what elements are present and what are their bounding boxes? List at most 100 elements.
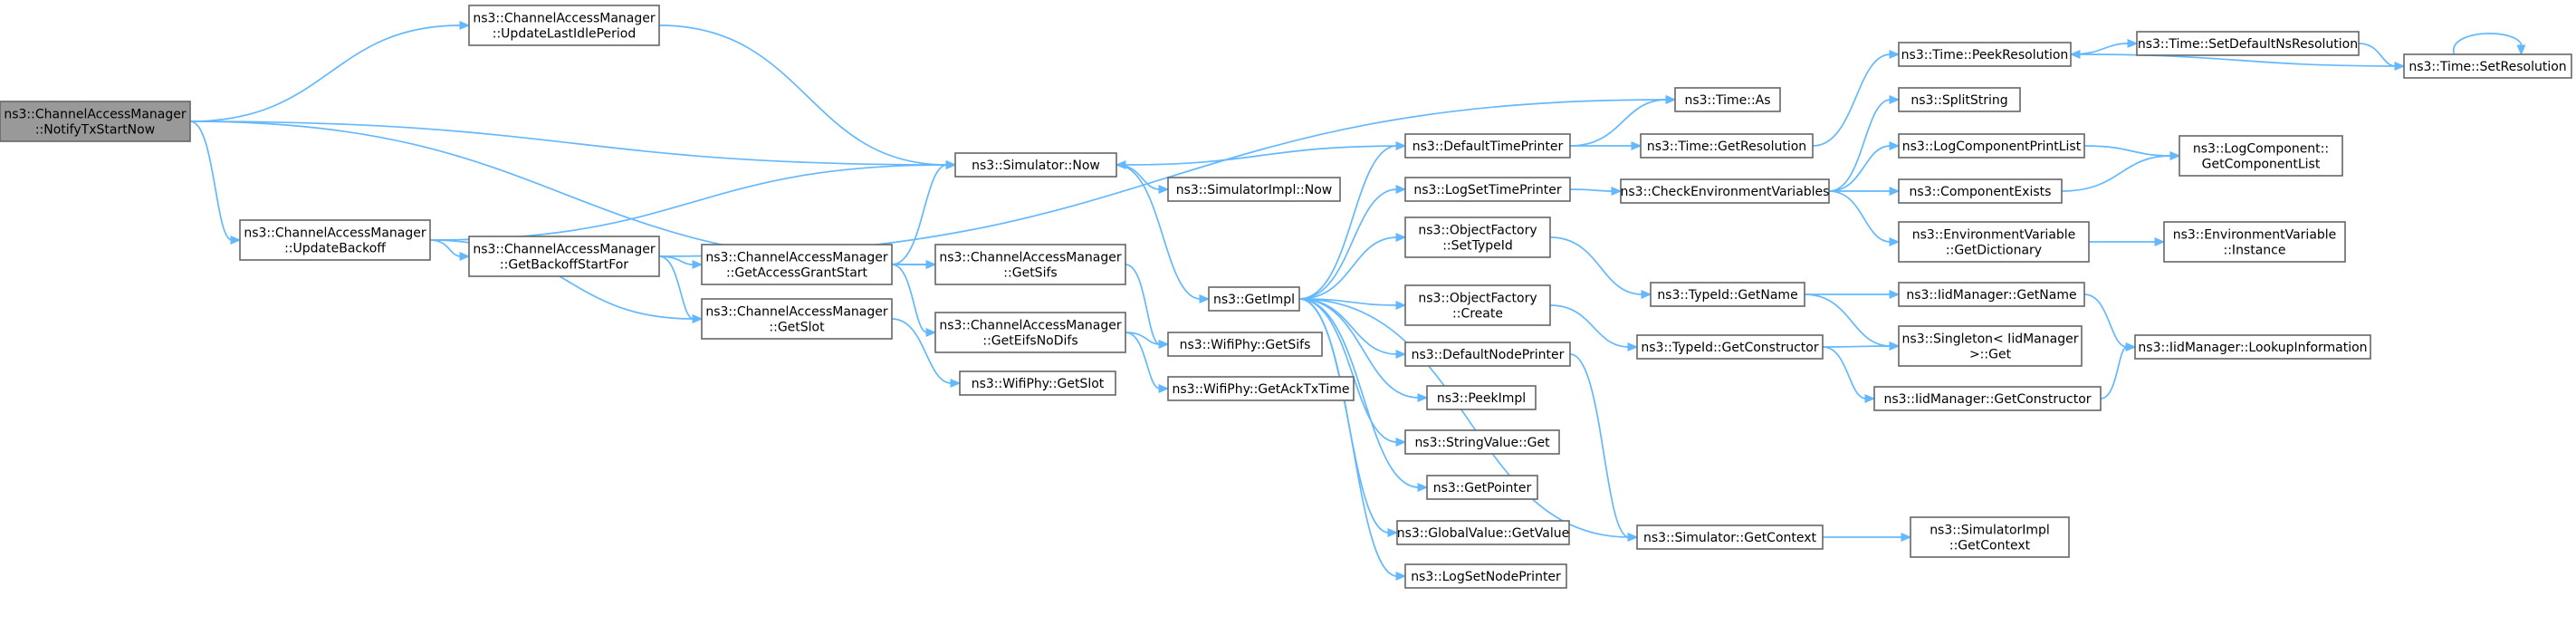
edge-iidCons-to-lookup (2100, 342, 2137, 399)
node-label: ns3::IidManager::GetConstructor (1883, 392, 2091, 407)
edge-line (1298, 145, 1398, 300)
node-strGet[interactable]: ns3::StringValue::Get (1404, 429, 1560, 455)
node-cmGetSlot[interactable]: ns3::ChannelAccessManager::GetSlot (701, 298, 893, 340)
node-compList[interactable]: ns3::LogComponent::GetComponentList (2179, 135, 2343, 177)
edge-line (2078, 53, 2405, 67)
edge-line (658, 255, 694, 265)
node-label: ns3::Time::SetResolution (2408, 60, 2566, 74)
edge-arrowhead (1395, 350, 1407, 359)
node-label: ns3::SimulatorImpl (1930, 524, 2050, 538)
edge-getImpl-to-peekImpl (1298, 298, 1429, 402)
node-ackTx[interactable]: ns3::WifiPhy::GetAckTxTime (1167, 376, 1355, 401)
node-label: ns3::SimulatorImpl::Now (1176, 183, 1333, 197)
edge-arrowhead (692, 314, 704, 323)
node-label: ns3::ChannelAccessManager (939, 251, 1122, 265)
edge-arrowhead (1158, 340, 1170, 349)
edge-compExists-to-compList (2061, 151, 2181, 192)
edge-arrowhead (459, 252, 471, 261)
node-box (2403, 53, 2572, 79)
node-checkEnv[interactable]: ns3::CheckEnvironmentVariables (1620, 178, 1830, 204)
edge-line (1822, 346, 1867, 399)
edge-arrowhead (1199, 294, 1211, 303)
edge-arrowhead (1395, 438, 1407, 447)
node-singleton[interactable]: ns3::Singleton< IidManager >::Get (1898, 325, 2083, 367)
node-label: ::Instance (2224, 244, 2286, 258)
node-box (1404, 342, 1571, 367)
node-compExists[interactable]: ns3::ComponentExists (1898, 178, 2063, 204)
node-phySifs[interactable]: ns3::WifiPhy::GetSifs (1167, 332, 1323, 357)
node-getRes[interactable]: ns3::Time::GetResolution (1640, 133, 1814, 159)
node-setDefNs[interactable]: ns3::Time::SetDefaultNsResolution (2136, 31, 2360, 56)
node-box (1404, 429, 1560, 455)
node-defNode[interactable]: ns3::DefaultNodePrinter (1404, 342, 1571, 367)
node-label: ns3::DefaultNodePrinter (1412, 348, 1565, 362)
node-implNow[interactable]: ns3::SimulatorImpl::Now (1167, 177, 1341, 202)
edge-line (2083, 145, 2172, 157)
node-label: ns3::SplitString (1910, 93, 2007, 108)
node-logPrintList[interactable]: ns3::LogComponentPrintList (1898, 133, 2085, 159)
node-box (1404, 284, 1551, 326)
node-getImpl[interactable]: ns3::GetImpl (1208, 286, 1300, 312)
node-split[interactable]: ns3::SplitString (1898, 87, 2021, 112)
edge-getImpl-to-simCtx (1298, 298, 1639, 542)
edge-backoffStart-to-grantStart (658, 255, 704, 269)
node-typeName[interactable]: ns3::TypeId::GetName (1650, 282, 1805, 307)
node-label: ::Create (1452, 307, 1503, 322)
edge-arrowhead (945, 160, 957, 169)
node-updBackoff[interactable]: ns3::ChannelAccessManager::UpdateBackoff (239, 219, 431, 261)
node-label: ::GetSifs (1003, 266, 1057, 281)
node-updIdle[interactable]: ns3::ChannelAccessManager::UpdateLastIdl… (468, 5, 660, 46)
node-setRes[interactable]: ns3::Time::SetResolution (2403, 53, 2572, 79)
node-logNode[interactable]: ns3::LogSetNodePrinter (1404, 563, 1567, 589)
edge-line (1828, 145, 1891, 192)
edge-arrowhead (230, 236, 242, 245)
edge-arrowhead (1395, 185, 1407, 194)
node-implCtx[interactable]: ns3::SimulatorImpl::GetContext (1910, 516, 2070, 558)
node-iidName[interactable]: ns3::IidManager::GetName (1898, 282, 2085, 307)
node-box (2163, 221, 2346, 263)
edge-setRes-to-peekRes (2069, 50, 2405, 67)
node-box (1167, 376, 1355, 401)
node-typeCons[interactable]: ns3::TypeId::GetConstructor (1636, 334, 1824, 360)
node-eifs[interactable]: ns3::ChannelAccessManager::GetEifsNoDifs (934, 312, 1126, 353)
node-box (1910, 516, 2070, 558)
node-simCtx[interactable]: ns3::Simulator::GetContext (1636, 524, 1824, 550)
node-label: ::GetBackoffStartFor (500, 258, 628, 273)
node-label: ns3::LogSetTimePrinter (1413, 183, 1562, 197)
node-getPtr[interactable]: ns3::GetPointer (1426, 475, 1538, 500)
node-gvGet[interactable]: ns3::GlobalValue::GetValue (1396, 520, 1570, 545)
node-defTime[interactable]: ns3::DefaultTimePrinter (1404, 133, 1571, 159)
edge-arrowhead (459, 21, 471, 30)
node-peekRes[interactable]: ns3::Time::PeekResolution (1898, 42, 2072, 67)
edge-line (891, 318, 953, 384)
node-phySlot[interactable]: ns3::WifiPhy::GetSlot (959, 370, 1116, 396)
node-grantStart[interactable]: ns3::ChannelAccessManager::GetAccessGran… (701, 244, 893, 285)
node-notify[interactable]: ns3::ChannelAccessManager::NotifyTxStart… (0, 101, 191, 142)
edge-updBackoff-to-backoffStart (429, 239, 471, 261)
node-lookup[interactable]: ns3::IidManager::LookupInformation (2134, 334, 2371, 360)
node-timeAs[interactable]: ns3::Time::As (1674, 87, 1781, 112)
node-layer: ns3::ChannelAccessManager::NotifyTxStart… (0, 5, 2572, 589)
node-ofSet[interactable]: ns3::ObjectFactory::SetTypeId (1404, 216, 1551, 258)
node-cmGetSifs[interactable]: ns3::ChannelAccessManager::GetSifs (934, 244, 1126, 285)
node-ofCreate[interactable]: ns3::ObjectFactory::Create (1404, 284, 1551, 326)
edge-arrowhead (1387, 528, 1399, 537)
node-label: ns3::ObjectFactory (1418, 292, 1537, 306)
node-box (468, 236, 660, 277)
edge-line (1828, 99, 1891, 192)
edge-line (1125, 332, 1161, 390)
node-box (1636, 524, 1824, 550)
node-simNow[interactable]: ns3::Simulator::Now (954, 152, 1117, 178)
edge-line (429, 164, 948, 241)
node-envDict[interactable]: ns3::EnvironmentVariable::GetDictionary (1898, 221, 2090, 263)
node-logSetTime[interactable]: ns3::LogSetTimePrinter (1404, 177, 1571, 202)
node-peekImpl[interactable]: ns3::PeekImpl (1426, 385, 1537, 410)
node-box (1898, 221, 2090, 263)
node-envInst[interactable]: ns3::EnvironmentVariable::Instance (2163, 221, 2346, 263)
node-backoffStart[interactable]: ns3::ChannelAccessManager::GetBackoffSta… (468, 236, 660, 277)
edge-arrowhead (1417, 483, 1429, 492)
edge-grantStart-to-eifs (891, 264, 937, 337)
edge-eifs-to-ackTx (1125, 332, 1170, 393)
edge-arrowhead (1158, 384, 1170, 393)
node-iidCons[interactable]: ns3::IidManager::GetConstructor (1873, 386, 2102, 411)
